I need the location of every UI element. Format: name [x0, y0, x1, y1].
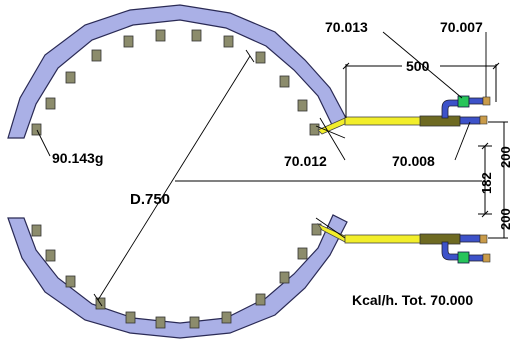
diameter-line	[97, 55, 251, 301]
label-part-70-007: 70.007	[440, 19, 483, 35]
burner-head	[191, 29, 202, 42]
burner-head	[123, 35, 134, 48]
burner-head	[311, 223, 322, 236]
label-part-70-008: 70.008	[392, 153, 435, 169]
lower-ring-segment	[7, 214, 348, 339]
blue-pipe-segment	[468, 97, 484, 105]
dim-vertical	[478, 121, 508, 239]
blue-gas-pipe	[459, 234, 481, 243]
burner-head	[155, 316, 166, 329]
green-valve	[457, 251, 470, 264]
burner-head	[45, 97, 56, 110]
blue-elbow-pipe	[441, 241, 461, 261]
burner-head	[155, 29, 166, 42]
olive-manifold-pipe	[419, 115, 461, 127]
green-valve	[457, 95, 470, 108]
yellow-manifold-pipe	[344, 234, 424, 244]
upper-ring-segment	[7, 4, 348, 139]
label-diameter: D.750	[130, 191, 170, 208]
burner-head	[297, 99, 308, 112]
burner-head	[45, 249, 56, 262]
label-dim-182: 182	[479, 172, 494, 194]
burner-head	[65, 71, 76, 84]
blue-pipe-segment	[468, 254, 484, 262]
yellow-manifold-pipe	[344, 116, 424, 126]
upper-feed-assembly	[315, 95, 491, 139]
burner-head	[279, 75, 290, 88]
label-part-70-012: 70.012	[284, 153, 327, 169]
dim-500	[342, 62, 500, 118]
fitting-nut	[479, 115, 488, 125]
burner-head	[125, 311, 136, 324]
label-total-power: Kcal/h. Tot. 70.000	[352, 292, 473, 308]
burner-head	[255, 293, 266, 306]
burner-head	[31, 224, 42, 237]
lower-feed-assembly	[315, 217, 491, 264]
leader-70-013	[382, 31, 463, 99]
leader-70-012	[319, 117, 346, 161]
label-dim-upper-200: 200	[498, 146, 513, 168]
fitting-nut	[482, 253, 491, 263]
label-part-70-013: 70.013	[325, 19, 368, 35]
burner-head	[189, 316, 200, 329]
burner-head	[297, 247, 308, 260]
burner-head	[223, 35, 234, 48]
burner-head	[91, 49, 102, 62]
burner-head	[279, 271, 290, 284]
fitting-nut	[479, 234, 488, 244]
label-dim-500: 500	[406, 58, 430, 74]
blue-elbow-pipe	[441, 99, 461, 119]
label-dim-lower-200: 200	[498, 208, 513, 230]
burner-head	[309, 123, 320, 136]
olive-manifold-pipe	[419, 233, 461, 245]
leader-70-008	[454, 121, 471, 161]
burner-head	[65, 275, 76, 288]
label-burner-ref: 90.143g	[52, 150, 103, 166]
burner-head	[255, 51, 266, 64]
fitting-nut	[482, 96, 491, 106]
burner-head	[221, 311, 232, 324]
upper-burner-heads	[31, 29, 320, 136]
leader-90-143g	[36, 129, 51, 157]
burner-head	[31, 123, 42, 136]
lower-burner-heads	[31, 223, 322, 329]
